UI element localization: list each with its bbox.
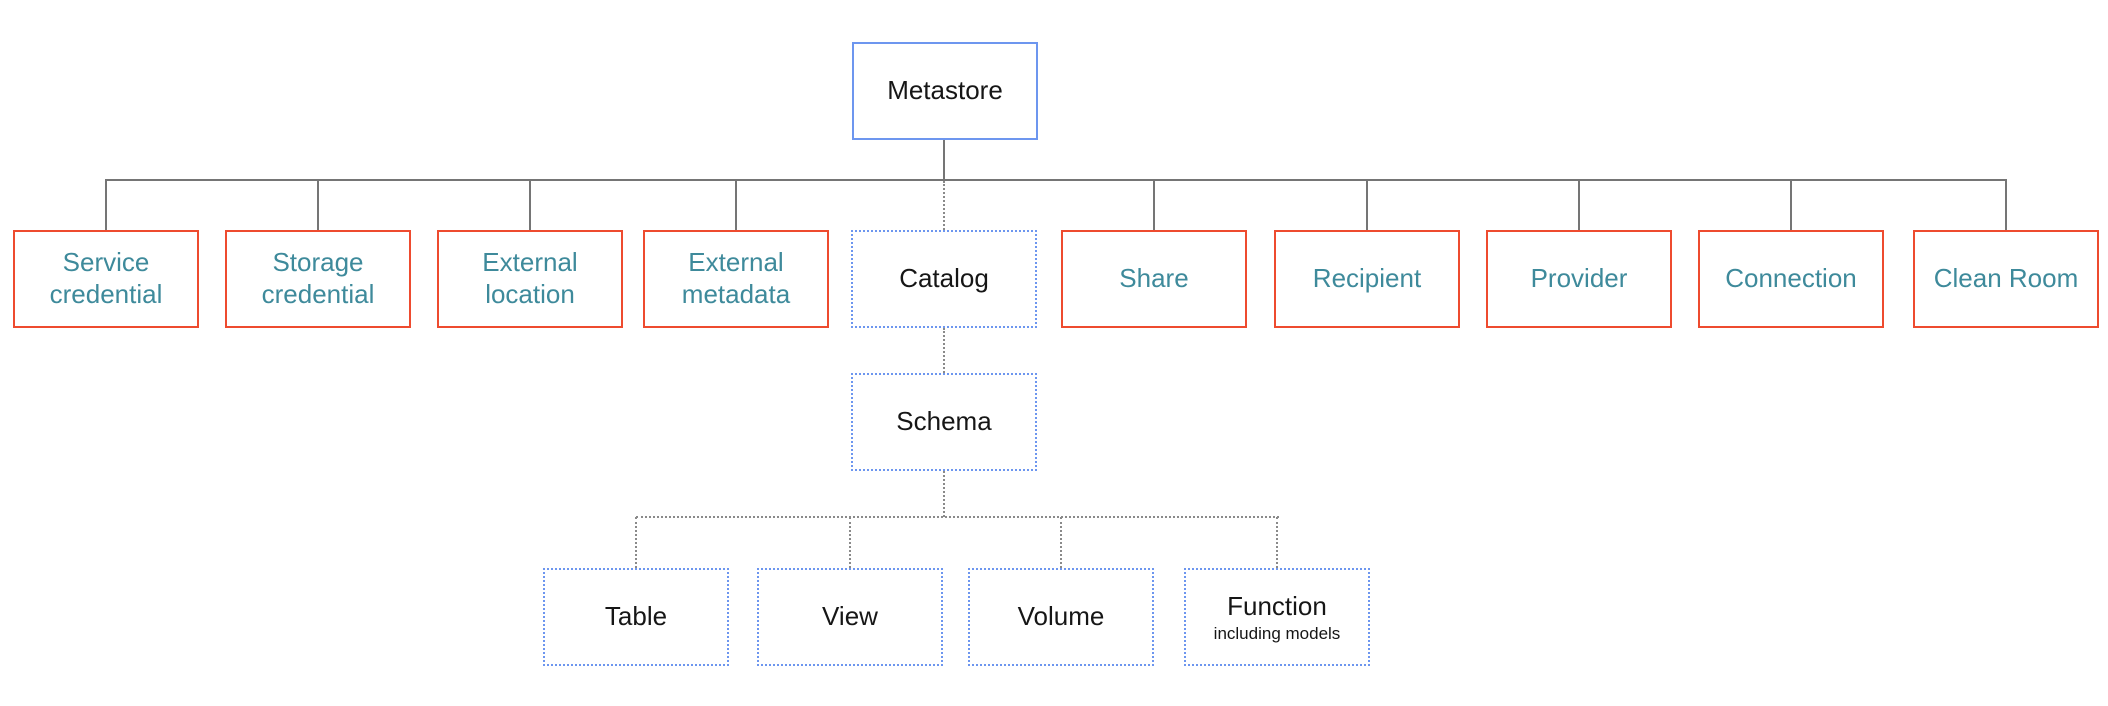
node-volume-label: Volume — [1017, 601, 1105, 632]
connector-drop-external-location — [529, 181, 531, 230]
connector-drop-volume — [1060, 517, 1062, 568]
connector-top-bus — [105, 179, 2007, 181]
connector-drop-recipient — [1366, 181, 1368, 230]
node-table-label: Table — [604, 601, 668, 632]
node-provider: Provider — [1486, 230, 1672, 328]
node-metastore: Metastore — [852, 42, 1038, 140]
connector-drop-catalog-dotted — [943, 181, 945, 230]
connector-drop-external-metadata — [735, 181, 737, 230]
connector-schema-down — [943, 471, 945, 517]
node-function-label: Function — [1227, 590, 1327, 621]
connector-drop-table — [635, 517, 637, 568]
node-connection-label: Connection — [1725, 263, 1857, 294]
node-view-label: View — [822, 601, 878, 632]
node-volume: Volume — [968, 568, 1154, 666]
node-storage-credential: Storage credential — [225, 230, 411, 328]
connector-drop-provider — [1578, 181, 1580, 230]
connector-drop-function — [1276, 517, 1278, 568]
node-function-sublabel: including models — [1213, 623, 1341, 643]
connector-drop-storage-credential — [317, 181, 319, 230]
node-metastore-label: Metastore — [887, 75, 1003, 106]
node-share-label: Share — [1119, 263, 1189, 294]
node-external-location: External location — [437, 230, 623, 328]
connector-drop-clean-room — [2005, 181, 2007, 230]
node-table: Table — [543, 568, 729, 666]
connector-drop-connection — [1790, 181, 1792, 230]
node-share: Share — [1061, 230, 1247, 328]
node-schema: Schema — [851, 373, 1037, 471]
node-function: Function including models — [1184, 568, 1370, 666]
node-service-credential: Service credential — [13, 230, 199, 328]
node-catalog-label: Catalog — [899, 263, 989, 294]
connector-drop-view — [849, 517, 851, 568]
node-view: View — [757, 568, 943, 666]
node-external-location-label: External location — [482, 247, 578, 309]
node-schema-label: Schema — [896, 406, 992, 437]
node-connection: Connection — [1698, 230, 1884, 328]
node-catalog: Catalog — [851, 230, 1037, 328]
node-clean-room-label: Clean Room — [1933, 263, 2079, 294]
connector-bottom-bus — [636, 516, 1279, 518]
connector-catalog-schema — [943, 328, 945, 373]
node-storage-credential-label: Storage credential — [261, 247, 375, 309]
node-external-metadata: External metadata — [643, 230, 829, 328]
node-external-metadata-label: External metadata — [681, 247, 791, 309]
connector-metastore-down — [943, 140, 945, 181]
connector-drop-service-credential — [105, 181, 107, 230]
node-clean-room: Clean Room — [1913, 230, 2099, 328]
node-service-credential-label: Service credential — [49, 247, 163, 309]
connector-drop-share — [1153, 181, 1155, 230]
node-recipient: Recipient — [1274, 230, 1460, 328]
node-provider-label: Provider — [1530, 263, 1628, 294]
node-recipient-label: Recipient — [1312, 263, 1422, 294]
